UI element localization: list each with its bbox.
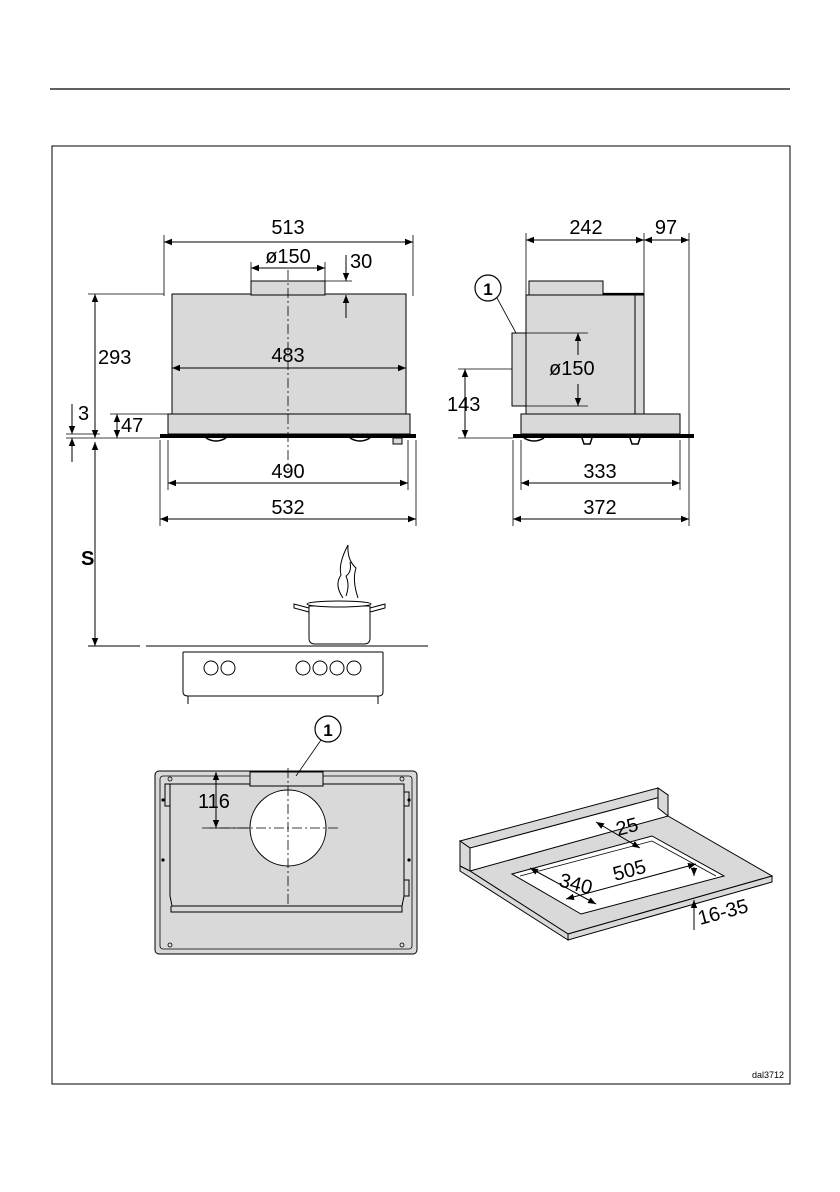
dim-bottom-inner-width: 490 (271, 461, 304, 483)
cooker-knob (330, 661, 344, 675)
cutout-view: 505 340 25 16-35 (460, 788, 772, 940)
hood-side-visor (521, 414, 680, 434)
hood-side-outlet (512, 333, 526, 406)
drawing-code: dal3712 (752, 1070, 784, 1080)
cooker-knob (347, 661, 361, 675)
hood-side-duct (529, 281, 603, 295)
dim-offset-small: 3 (78, 403, 89, 425)
hood-front-knob (393, 438, 402, 444)
dim-bottom-outer-depth: 372 (583, 497, 616, 519)
cooker-knob (296, 661, 310, 675)
dim-visor-height: 47 (121, 415, 143, 437)
cooker-knob (313, 661, 327, 675)
dim-duct-diameter-side: ø150 (549, 358, 595, 380)
pot-rim (307, 601, 371, 607)
dim-width-top: 513 (271, 217, 304, 239)
side-view: 1 242 97 ø150 143 333 372 (447, 217, 694, 526)
hood-side-body (526, 295, 644, 414)
top-view: 1 116 (155, 716, 417, 954)
cooker-knob (221, 661, 235, 675)
dim-inner-width: 483 (271, 345, 304, 367)
front-view: 513 ø150 30 293 483 3 47 490 (66, 217, 416, 646)
callout-label: 1 (483, 280, 492, 299)
pot (309, 606, 370, 644)
dim-height: 293 (98, 347, 131, 369)
dim-bottom-outer-width: 532 (271, 497, 304, 519)
top-duct-flange (250, 772, 323, 786)
cooktop (88, 545, 428, 704)
callout-label: 1 (323, 721, 332, 740)
dim-duct-offset: 116 (198, 791, 230, 813)
hood-side-base (513, 434, 694, 438)
steam-icon (338, 545, 358, 598)
dim-duct-height: 30 (350, 251, 372, 273)
hood-front-visor (168, 414, 410, 434)
cooker-body (183, 652, 383, 696)
dim-depth-top: 242 (569, 217, 602, 239)
dim-duct-diameter-front: ø150 (265, 246, 311, 268)
cooker-knob (204, 661, 218, 675)
dim-clearance-s: S (81, 548, 94, 570)
dim-bottom-inner-depth: 333 (583, 461, 616, 483)
worktop-backsplash-side (658, 788, 668, 816)
dim-depth-extra: 97 (655, 217, 677, 239)
dim-duct-center-height: 143 (447, 394, 480, 416)
hood-side-lamps (524, 438, 640, 444)
